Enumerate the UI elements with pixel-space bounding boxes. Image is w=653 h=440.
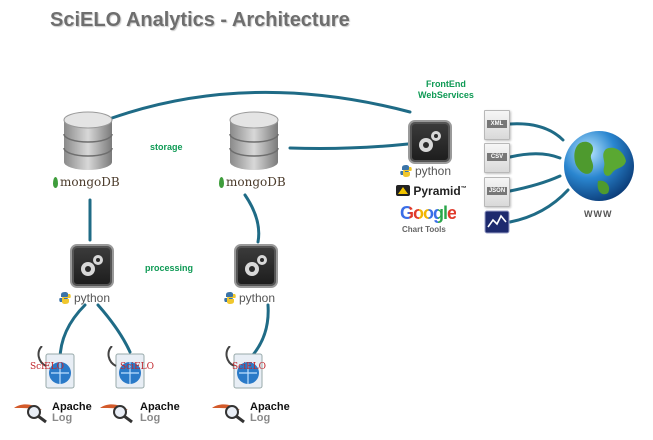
python-icon <box>59 292 71 304</box>
connector-proc2-log3 <box>250 303 270 358</box>
connector-xml-globe <box>508 122 565 142</box>
database-icon <box>229 111 279 170</box>
connector-db2-frontend <box>288 142 410 150</box>
mongodb-label: mongoDB <box>226 175 286 189</box>
frontend-webservices-label: FrontEnd WebServices <box>418 79 474 101</box>
xml-file-icon: XML <box>484 110 510 140</box>
database-icon <box>63 111 113 170</box>
scielo-label: SciELO <box>120 362 155 372</box>
database-node-2 <box>226 110 282 177</box>
frontend-label-line2: WebServices <box>418 90 474 100</box>
mongodb-leaf-icon <box>219 177 224 188</box>
log-file-icon <box>107 345 145 389</box>
log-label: Log <box>140 412 161 424</box>
mongodb-label: mongoDB <box>60 175 120 189</box>
log-source-2: SciELO <box>98 345 154 395</box>
python-label: python <box>415 164 452 178</box>
csv-label: CSV <box>487 153 507 161</box>
log-source-3: SciELO <box>216 345 267 395</box>
connector-db2-proc2 <box>243 193 261 244</box>
connector-csv-globe <box>508 152 562 160</box>
apache-label: Apache <box>140 401 180 413</box>
python-logo-frontend: python <box>400 164 451 178</box>
google-logo: Google <box>400 203 457 224</box>
log-label: Log <box>250 412 271 424</box>
connector-json-globe <box>508 174 562 193</box>
csv-file-icon: CSV <box>484 143 510 173</box>
pyramid-logo: Pyramid™ <box>396 184 467 198</box>
xml-label: XML <box>487 120 507 128</box>
log-label: Log <box>52 412 73 424</box>
python-logo-2: python <box>224 291 275 305</box>
apache-label: Apache <box>250 401 290 413</box>
python-label: python <box>74 291 111 305</box>
database-node-1 <box>60 110 116 177</box>
google-label: Google <box>400 203 457 223</box>
processing-label: processing <box>145 263 194 273</box>
log-file-icon <box>225 345 263 389</box>
json-label: JSON <box>487 187 507 195</box>
connector-chart-globe <box>508 188 570 224</box>
python-icon <box>400 165 412 177</box>
globe-icon <box>562 129 636 208</box>
python-logo-1: python <box>59 291 110 305</box>
mongodb-logo-2: mongoDB <box>219 175 286 189</box>
processing-gear-icon-2 <box>234 244 278 288</box>
processing-gear-icon-1 <box>70 244 114 288</box>
connector-proc1-log2 <box>96 303 132 354</box>
mongodb-leaf-icon <box>53 177 58 188</box>
frontend-gear-icon <box>408 120 452 164</box>
pyramid-tm: ™ <box>460 186 467 192</box>
python-icon <box>224 292 236 304</box>
log-file-icon <box>37 345 75 389</box>
json-file-icon: JSON <box>484 177 510 207</box>
scielo-label: SciELO <box>30 362 65 372</box>
mongodb-logo-1: mongoDB <box>53 175 120 189</box>
feather-magnifier-icon <box>212 404 245 424</box>
www-label: WWW <box>584 209 613 219</box>
page-title: SciELO Analytics - Architecture <box>50 9 350 31</box>
chart-tools-label: Chart Tools <box>402 225 446 234</box>
storage-label: storage <box>150 142 183 152</box>
pyramid-icon <box>396 185 410 196</box>
feather-magnifier-icon <box>14 404 47 424</box>
feather-magnifier-icon <box>100 404 133 424</box>
python-label: python <box>239 291 276 305</box>
log-source-1: SciELO <box>28 345 78 395</box>
chart-icon <box>484 210 510 234</box>
scielo-label: SciELO <box>232 362 267 372</box>
connector-db1-frontend <box>110 90 412 120</box>
pyramid-label: Pyramid <box>413 184 461 198</box>
apache-label: Apache <box>52 401 92 413</box>
frontend-label-line1: FrontEnd <box>425 79 466 89</box>
